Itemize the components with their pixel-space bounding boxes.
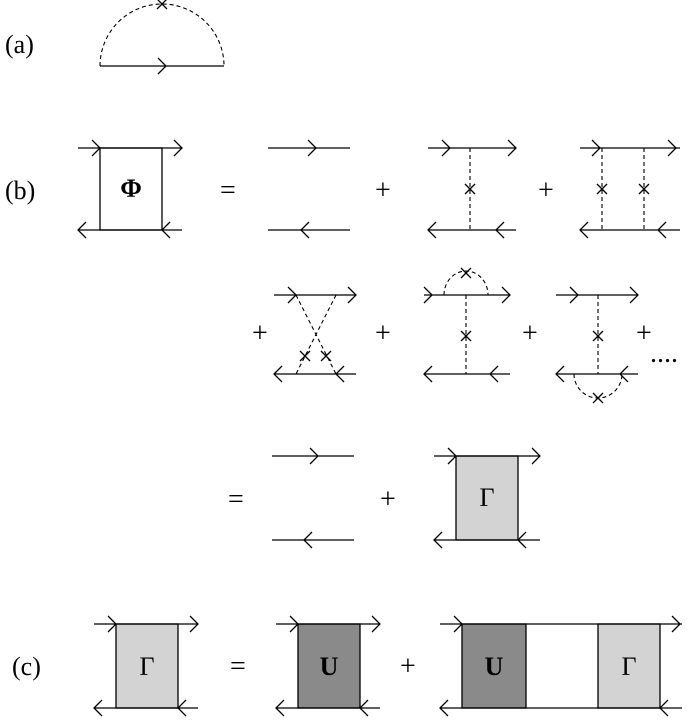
plus-3: + bbox=[252, 318, 268, 349]
plus-1: + bbox=[375, 175, 391, 206]
equals-3: = bbox=[230, 651, 246, 682]
gamma-symbol-lhs: Γ bbox=[139, 652, 154, 681]
label-b: (b) bbox=[5, 176, 35, 205]
diagram-double-rung bbox=[579, 139, 680, 239]
diagram-u-box: U bbox=[275, 615, 381, 717]
diagram-gamma-lhs: Γ bbox=[93, 615, 199, 717]
ellipsis: .... bbox=[650, 338, 678, 369]
diagram-gamma-box: Γ bbox=[433, 447, 541, 549]
u-symbol: U bbox=[320, 652, 339, 681]
label-a: (a) bbox=[5, 30, 34, 59]
plus-2: + bbox=[538, 175, 554, 206]
diagram-crossed-rungs bbox=[273, 286, 357, 383]
diagram-bare-pair-2 bbox=[272, 447, 354, 549]
u-symbol-2: U bbox=[485, 652, 504, 681]
plus-6: + bbox=[636, 318, 652, 349]
diagram-single-rung bbox=[427, 139, 517, 239]
diagram-bethe-salpeter: U Γ bbox=[439, 615, 682, 717]
equals-1: = bbox=[220, 175, 236, 206]
label-c: (c) bbox=[12, 652, 41, 681]
plus-8: + bbox=[400, 651, 416, 682]
plus-5: + bbox=[522, 318, 538, 349]
diagram-a-self-energy bbox=[99, 0, 225, 75]
diagram-vertex-top bbox=[423, 267, 511, 383]
gamma-symbol-rhs: Γ bbox=[621, 652, 636, 681]
dashed-arc bbox=[99, 3, 225, 67]
gamma-symbol: Γ bbox=[479, 483, 494, 512]
diagram-vertex-bottom bbox=[555, 286, 639, 404]
diagram-bare-pair bbox=[268, 139, 350, 239]
diagram-phi-box: Φ bbox=[77, 139, 183, 239]
equals-2: = bbox=[228, 484, 244, 515]
plus-4: + bbox=[375, 318, 391, 349]
plus-7: + bbox=[380, 484, 396, 515]
phi-symbol: Φ bbox=[120, 174, 142, 203]
